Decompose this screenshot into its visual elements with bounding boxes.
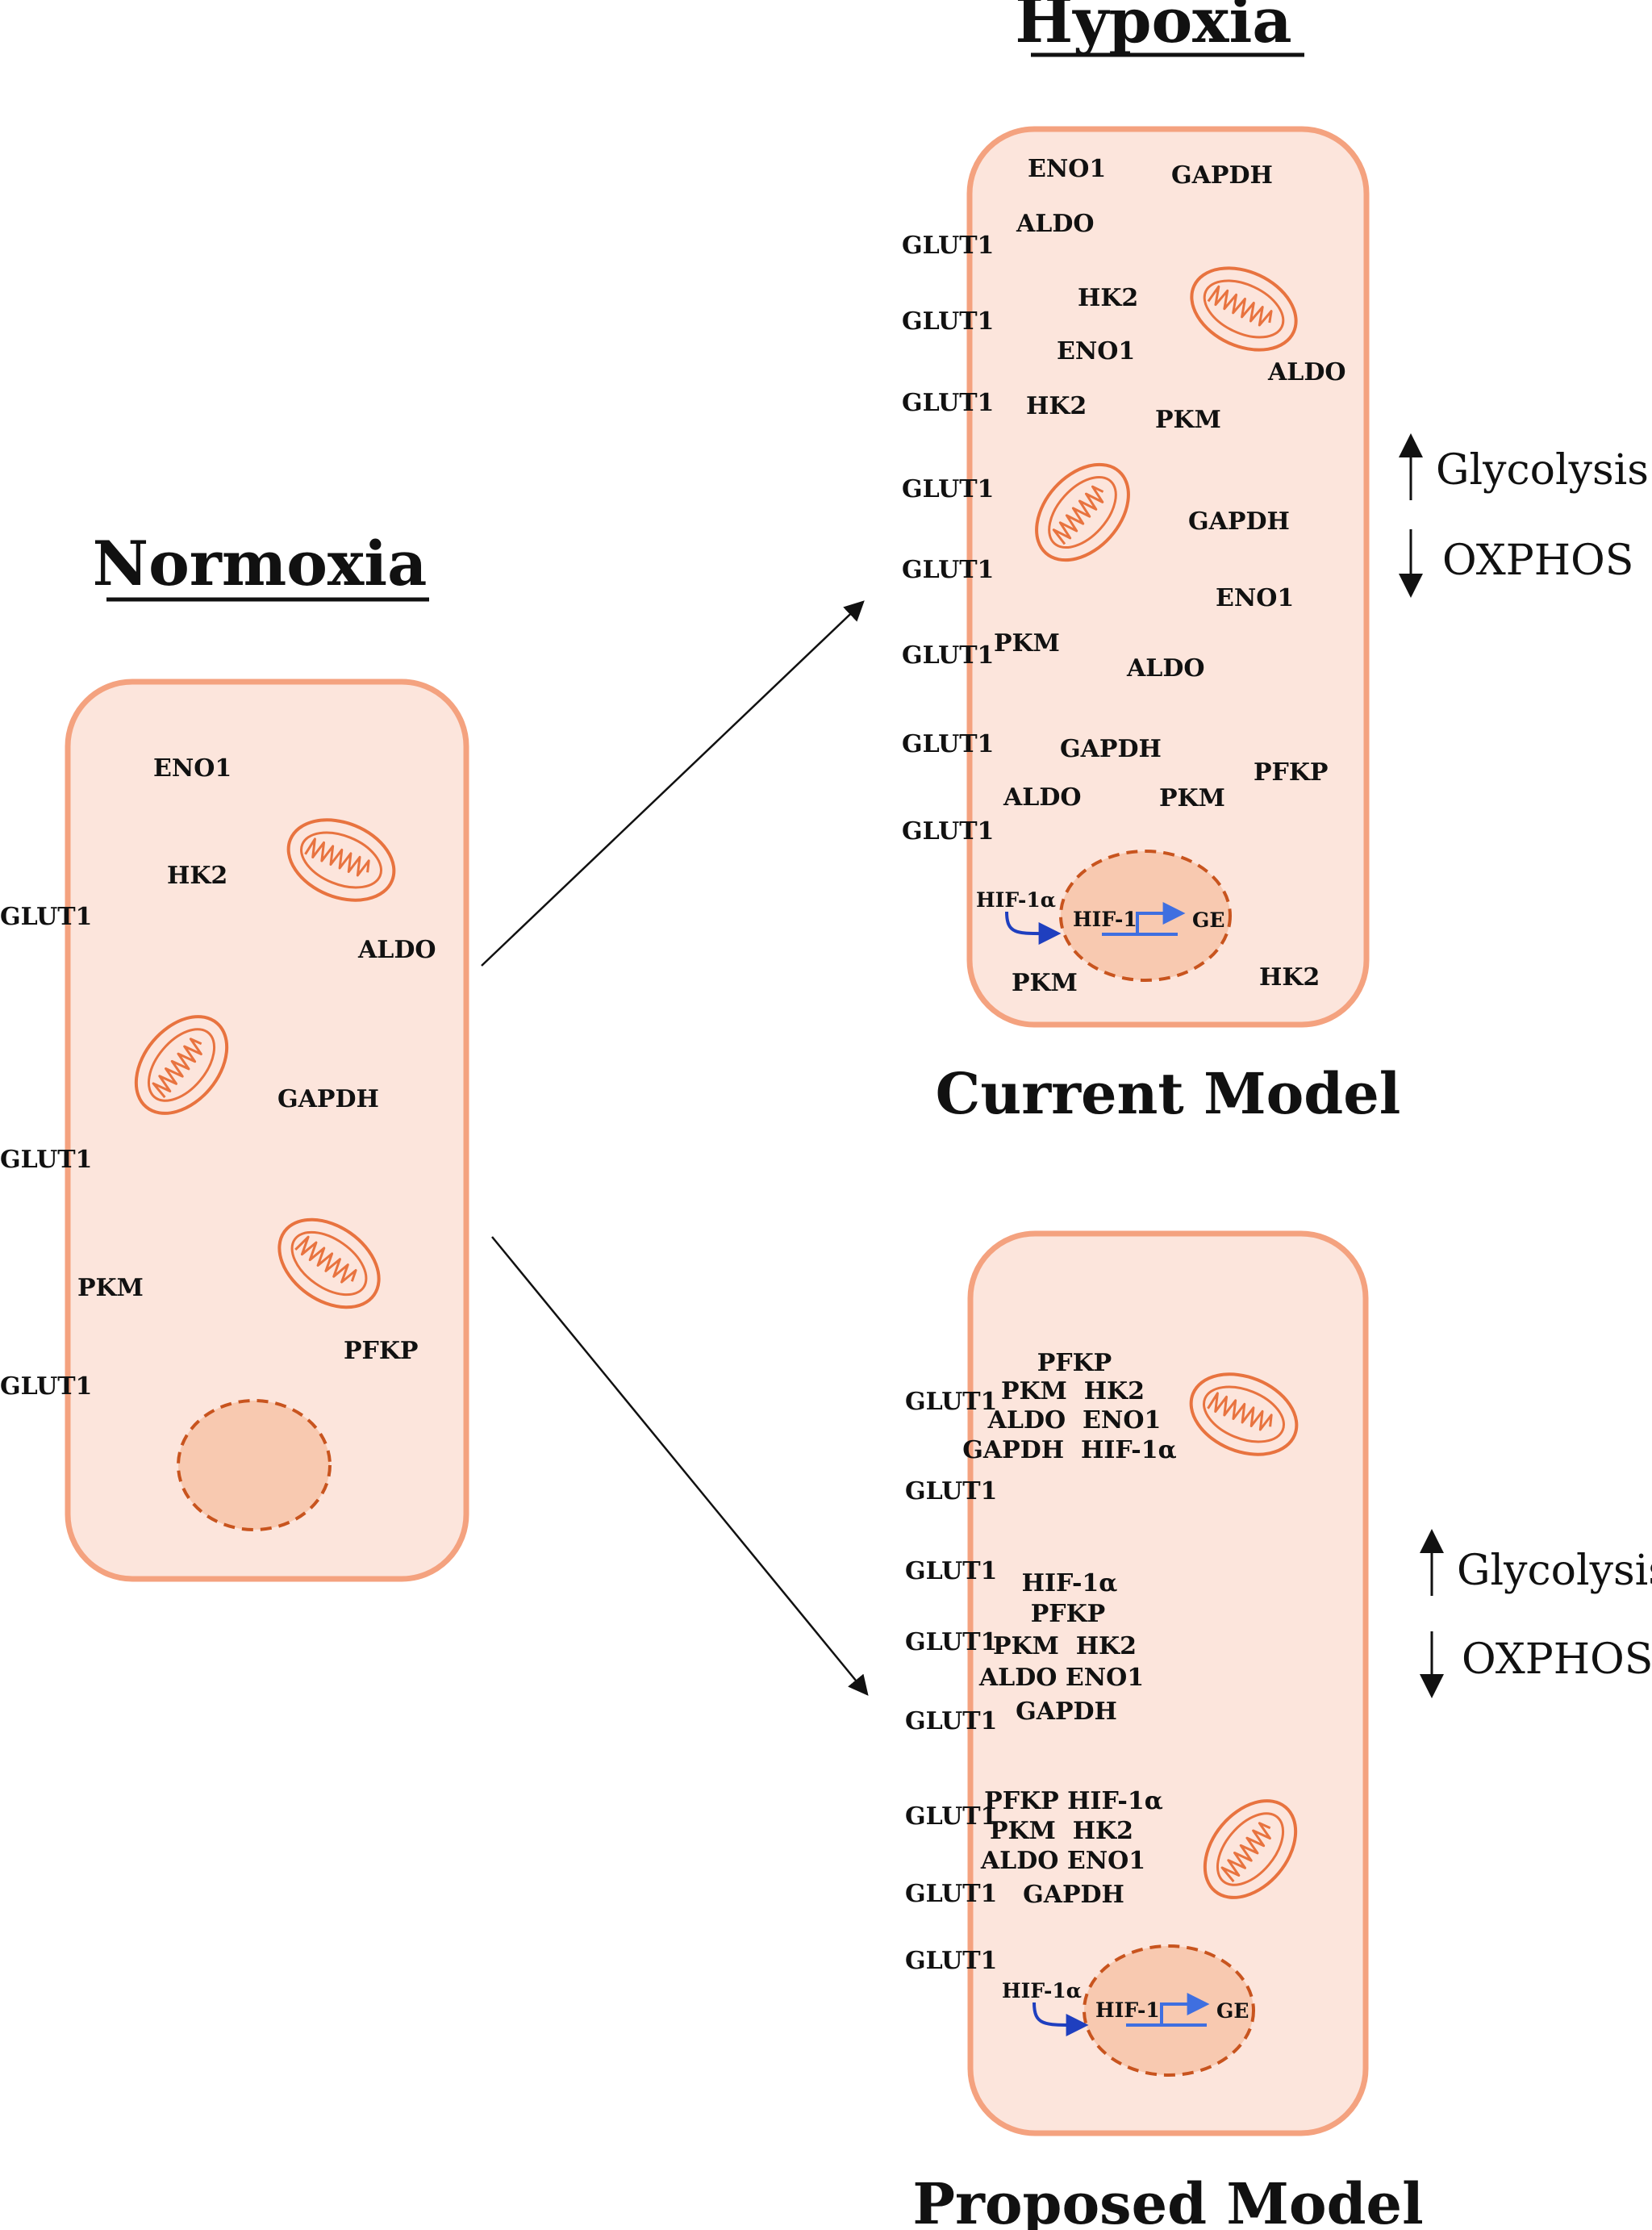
proposed-cluster1-line: GAPDH HIF-1α xyxy=(962,1436,1176,1464)
proposed-nucleus xyxy=(1083,1944,1255,2077)
proposed-cluster1-line: PFKP xyxy=(1037,1349,1112,1377)
current-label-glut1: GLUT1 xyxy=(902,817,994,846)
current-nucleus xyxy=(1059,850,1232,982)
proposed-label-glut1: GLUT1 xyxy=(905,1477,997,1505)
proposed-label-glut1: GLUT1 xyxy=(905,1388,997,1416)
proposed-cluster3-line: PFKP HIF-1α xyxy=(984,1787,1163,1815)
current-label-pkm: PKM xyxy=(1012,969,1078,997)
current-metabolic-effects: Glycolysis OXPHOS xyxy=(1399,433,1649,598)
normoxia-label-pkm: PKM xyxy=(77,1274,144,1302)
proposed-metabolic-effects: Glycolysis OXPHOS xyxy=(1420,1529,1652,1698)
normoxia-label-gapdh: GAPDH xyxy=(277,1085,379,1113)
current-label-glut1: GLUT1 xyxy=(902,641,994,670)
current-label-aldo: ALDO xyxy=(1267,358,1346,386)
normoxia-cell: ENO1 HK2 ALDO GAPDH PKM PFKP GLUT1 GLUT1… xyxy=(0,679,469,1582)
current-label-glut1: GLUT1 xyxy=(902,307,994,336)
current-glycolysis-label: Glycolysis xyxy=(1436,446,1649,495)
current-hif1-label: HIF-1 xyxy=(1073,908,1137,931)
proposed-cluster2-line: GAPDH xyxy=(1016,1698,1117,1726)
current-label-glut1: GLUT1 xyxy=(902,556,994,584)
proposed-label-glut1: GLUT1 xyxy=(905,1802,997,1831)
proposed-cluster1-line: ALDO ENO1 xyxy=(987,1406,1162,1434)
proposed-cluster2-line: PFKP xyxy=(1031,1600,1106,1628)
proposed-cluster1-line: PKM HK2 xyxy=(1001,1377,1145,1405)
proposed-label-glut1: GLUT1 xyxy=(905,1707,997,1735)
current-label-pfkp: PFKP xyxy=(1254,758,1329,787)
proposed-hif1-label: HIF-1 xyxy=(1095,1998,1160,2022)
proposed-cluster3-line: PKM HK2 xyxy=(990,1817,1133,1845)
normoxia-cell-membrane xyxy=(65,679,469,1582)
current-label-pkm: PKM xyxy=(1155,406,1221,434)
current-label-glut1: GLUT1 xyxy=(902,232,994,260)
arrow-to-proposed-model xyxy=(491,1236,869,1696)
proposed-cluster2-line: ALDO ENO1 xyxy=(978,1664,1144,1692)
proposed-glycolysis-label: Glycolysis xyxy=(1457,1547,1652,1595)
normoxia-label-pfkp: PFKP xyxy=(344,1337,419,1365)
proposed-transcription-arrow xyxy=(1160,1993,1210,2025)
hypoxia-title: Hypoxia xyxy=(1015,0,1291,56)
current-model-title: Current Model xyxy=(936,1060,1401,1127)
current-label-aldo: ALDO xyxy=(1126,654,1205,683)
current-label-aldo: ALDO xyxy=(1016,210,1095,238)
current-label-pkm: PKM xyxy=(994,629,1060,658)
current-label-glut1: GLUT1 xyxy=(902,389,994,417)
current-label-pkm: PKM xyxy=(1159,784,1225,812)
current-hif1a-translocation-arrow xyxy=(1005,911,1062,946)
current-label-glut1: GLUT1 xyxy=(902,730,994,758)
normoxia-label-glut1: GLUT1 xyxy=(0,1146,92,1174)
current-label-aldo: ALDO xyxy=(1003,783,1082,812)
normoxia-heading: Normoxia xyxy=(93,528,429,602)
current-transcription-arrow xyxy=(1136,902,1186,934)
proposed-hif1a-label: HIF-1α xyxy=(1002,1979,1082,2002)
current-label-hk2: HK2 xyxy=(1259,963,1320,992)
proposed-cluster3-line: GAPDH xyxy=(1023,1881,1124,1909)
proposed-cell-membrane xyxy=(967,1230,1369,2136)
current-nucleus-signaling: HIF-1α HIF-1 GE xyxy=(976,888,1224,946)
hypoxia-heading: Hypoxia xyxy=(1015,0,1304,57)
proposed-model-cell: PFKP PKM HK2 ALDO ENO1 GAPDH HIF-1α HIF-… xyxy=(905,1230,1369,2136)
current-label-gapdh: GAPDH xyxy=(1060,735,1162,763)
current-hif1a-label: HIF-1α xyxy=(976,888,1056,912)
proposed-cluster3-line: ALDO ENO1 xyxy=(980,1847,1145,1875)
proposed-label-glut1: GLUT1 xyxy=(905,1880,997,1908)
normoxia-label-hk2: HK2 xyxy=(167,862,227,890)
current-cell-membrane xyxy=(966,126,1370,1028)
current-model-cell: ENO1 GAPDH ALDO HK2 ENO1 ALDO HK2 PKM GA… xyxy=(902,126,1370,1028)
normoxia-title: Normoxia xyxy=(93,528,428,599)
proposed-nucleus-signaling: HIF-1α HIF-1 GE xyxy=(1002,1979,1249,2037)
arrow-to-current-model xyxy=(481,600,865,967)
normoxia-label-glut1: GLUT1 xyxy=(0,1372,92,1401)
current-label-eno1: ENO1 xyxy=(1057,337,1135,365)
current-label-gapdh: GAPDH xyxy=(1188,507,1290,536)
proposed-hif1a-translocation-arrow xyxy=(1032,2002,1089,2037)
normoxia-label-aldo: ALDO xyxy=(357,936,436,964)
proposed-label-glut1: GLUT1 xyxy=(905,1947,997,1975)
normoxia-label-eno1: ENO1 xyxy=(153,754,232,783)
current-label-glut1: GLUT1 xyxy=(902,475,994,503)
normoxia-nucleus xyxy=(177,1399,332,1531)
current-label-gapdh: GAPDH xyxy=(1171,161,1273,190)
current-oxphos-label: OXPHOS xyxy=(1442,537,1633,585)
proposed-model-title: Proposed Model xyxy=(912,2170,1423,2230)
proposed-label-glut1: GLUT1 xyxy=(905,1628,997,1656)
proposed-cluster2-line: PKM HK2 xyxy=(993,1632,1137,1660)
current-label-hk2: HK2 xyxy=(1078,284,1138,312)
proposed-cluster2-line: HIF-1α xyxy=(1022,1569,1118,1597)
proposed-oxphos-label: OXPHOS xyxy=(1462,1635,1652,1684)
current-label-eno1: ENO1 xyxy=(1028,155,1106,183)
current-ge-label: GE xyxy=(1192,908,1224,932)
proposed-label-glut1: GLUT1 xyxy=(905,1557,997,1585)
proposed-ge-label: GE xyxy=(1216,1999,1249,2023)
current-label-eno1: ENO1 xyxy=(1216,584,1294,612)
normoxia-label-glut1: GLUT1 xyxy=(0,903,92,931)
current-label-hk2: HK2 xyxy=(1026,392,1087,420)
